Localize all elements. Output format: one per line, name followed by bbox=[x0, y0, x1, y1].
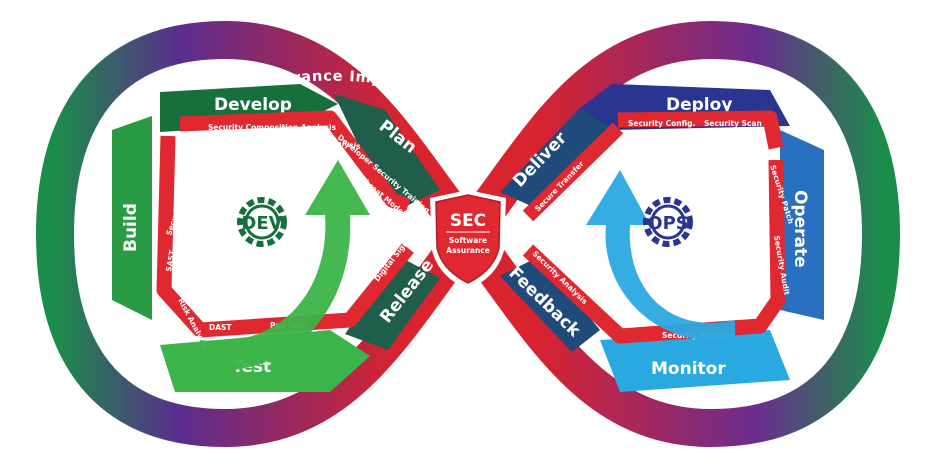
practice-composition: Security Composition Analysis bbox=[208, 123, 337, 132]
dev-cycle-arrow bbox=[200, 160, 370, 371]
gear-icon bbox=[643, 197, 693, 247]
practice-scan: Security Scan bbox=[704, 119, 762, 128]
phase-operate: Operate bbox=[790, 190, 810, 268]
plan-band bbox=[334, 94, 440, 210]
phase-develop: Develop bbox=[214, 95, 292, 115]
phase-build: Build bbox=[121, 203, 141, 252]
deliver-band bbox=[500, 108, 612, 210]
monitor-band bbox=[600, 330, 790, 392]
practice-dast-bottom: DAST bbox=[209, 323, 232, 332]
ops-cycle-arrow bbox=[586, 170, 735, 342]
release-band bbox=[345, 256, 440, 350]
practice-sast: SAST bbox=[164, 249, 177, 273]
dev-gear-label: DEV bbox=[241, 213, 282, 234]
phase-deploy: Deploy bbox=[666, 95, 732, 115]
build-band bbox=[112, 116, 152, 320]
dev-gear: DEV bbox=[237, 197, 287, 247]
ops-gear-label: OPS bbox=[647, 213, 688, 234]
operate-band bbox=[780, 130, 824, 320]
sec-caption-line1: Software bbox=[449, 236, 487, 245]
practice-config: Security Config. bbox=[628, 119, 696, 128]
sec-shield: SEC Software Assurance bbox=[430, 190, 506, 290]
ops-loop: Deploy Operate Monitor Deliver Feedback bbox=[500, 84, 824, 392]
gear-icon bbox=[237, 197, 287, 247]
feedback-band bbox=[500, 256, 600, 352]
ops-gear: OPS bbox=[643, 197, 693, 247]
phase-monitor: Monitor bbox=[651, 359, 726, 379]
sec-badge: SEC bbox=[450, 211, 486, 231]
practice-secure-coding: Secure Coding bbox=[195, 130, 256, 153]
sec-caption-line2: Assurance bbox=[446, 246, 490, 255]
